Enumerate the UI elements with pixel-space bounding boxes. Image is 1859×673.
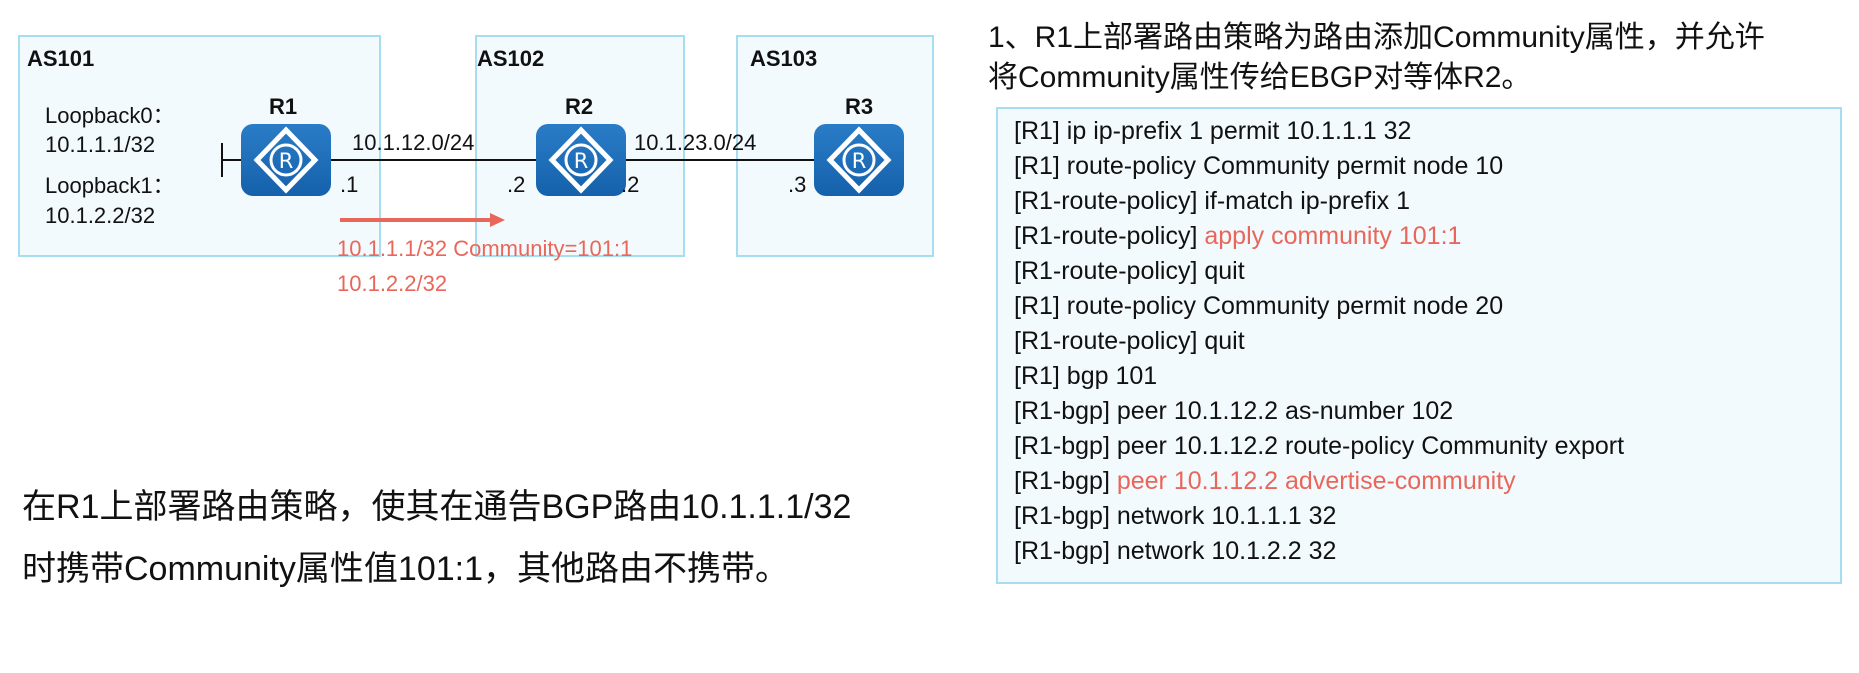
command-line: [R1-bgp] network 10.1.2.2 32 (1014, 537, 1336, 566)
command-prompt: [R1-bgp] (1014, 432, 1117, 460)
command-text: network 10.1.2.2 32 (1116, 537, 1337, 565)
router-r3-label: R3 (845, 94, 874, 119)
command-line: [R1] route-policy Community permit node … (1014, 292, 1503, 321)
loopback-stub-line (222, 159, 242, 161)
router-r1-icon: R (241, 124, 331, 196)
step-title-line2: 将Community属性传给EBGP对等体R2。 (988, 61, 1532, 94)
command-line: [R1-bgp] peer 10.1.12.2 route-policy Com… (1014, 432, 1624, 461)
command-box: [R1] ip ip-prefix 1 permit 10.1.1.1 32 [… (996, 107, 1842, 584)
command-prompt: [R1-route-policy] (1014, 187, 1205, 215)
router-r1-label: R1 (269, 94, 298, 119)
link-r1-r2 (330, 159, 538, 161)
command-text-highlight: apply community 101:1 (1204, 222, 1462, 250)
command-text: quit (1204, 327, 1245, 355)
command-prompt: [R1-route-policy] (1014, 257, 1205, 285)
command-prompt: [R1-bgp] (1014, 467, 1117, 495)
command-prompt: [R1] (1014, 117, 1067, 145)
command-text: route-policy Community permit node 10 (1066, 152, 1504, 180)
router-r3-icon: R (814, 124, 904, 196)
svg-text:R: R (574, 149, 589, 173)
r2-left-interface: .2 (507, 172, 526, 197)
command-prompt: [R1] (1014, 292, 1067, 320)
r1-interface: .1 (340, 172, 359, 197)
r3-interface: .3 (788, 172, 807, 197)
command-line: [R1-route-policy] quit (1014, 257, 1245, 286)
requirement-line2: 时携带Community属性值101:1，其他路由不携带。 (22, 550, 790, 588)
advertise-arrow (340, 211, 510, 236)
command-line: [R1] bgp 101 (1014, 362, 1157, 391)
link-r2-r3 (626, 159, 904, 161)
command-prompt: [R1-route-policy] (1014, 222, 1205, 250)
command-line: [R1-route-policy] apply community 101:1 (1014, 222, 1461, 251)
as101-label: AS101 (27, 46, 95, 71)
loopback0-label: Loopback0： (45, 103, 175, 128)
loopback1-label: Loopback1： (45, 173, 175, 198)
command-prompt: [R1] (1014, 362, 1067, 390)
step-title-line1: 1、R1上部署路由策略为路由添加Community属性，并允许 (988, 21, 1765, 54)
command-text: if-match ip-prefix 1 (1204, 187, 1410, 215)
command-line: [R1-route-policy] quit (1014, 327, 1245, 356)
command-line: [R1-bgp] peer 10.1.12.2 advertise-commun… (1014, 467, 1516, 496)
command-text: bgp 101 (1066, 362, 1158, 390)
loopback0-ip: 10.1.1.1/32 (45, 132, 156, 157)
command-text: ip ip-prefix 1 permit 10.1.1.1 32 (1066, 117, 1412, 145)
command-text: network 10.1.1.1 32 (1116, 502, 1337, 530)
advertise-route-1: 10.1.1.1/32 Community=101:1 (337, 236, 633, 261)
command-prompt: [R1] (1014, 152, 1067, 180)
router-r2-icon: R (536, 124, 626, 196)
command-line: [R1-route-policy] if-match ip-prefix 1 (1014, 187, 1410, 216)
advertise-route-2: 10.1.2.2/32 (337, 271, 448, 296)
command-line: [R1-bgp] peer 10.1.12.2 as-number 102 (1014, 397, 1453, 426)
r2-right-interface: .2 (621, 172, 640, 197)
router-r2-label: R2 (565, 94, 594, 119)
as102-label: AS102 (477, 46, 545, 71)
command-prompt: [R1-bgp] (1014, 502, 1117, 530)
svg-text:R: R (852, 149, 867, 173)
command-text: peer 10.1.12.2 route-policy Community ex… (1116, 432, 1625, 460)
command-text: peer 10.1.12.2 as-number 102 (1116, 397, 1454, 425)
svg-text:R: R (279, 149, 294, 173)
loopback1-ip: 10.1.2.2/32 (45, 203, 156, 228)
command-text-highlight: peer 10.1.12.2 advertise-community (1116, 467, 1516, 495)
command-prompt: [R1-bgp] (1014, 537, 1117, 565)
command-text: quit (1204, 257, 1245, 285)
command-prompt: [R1-bgp] (1014, 397, 1117, 425)
command-prompt: [R1-route-policy] (1014, 327, 1205, 355)
command-line: [R1-bgp] network 10.1.1.1 32 (1014, 502, 1336, 531)
subnet-r2-r3: 10.1.23.0/24 (634, 130, 757, 155)
subnet-r1-r2: 10.1.12.0/24 (352, 130, 475, 155)
command-line: [R1] route-policy Community permit node … (1014, 152, 1503, 181)
requirement-line1: 在R1上部署路由策略，使其在通告BGP路由10.1.1.1/32 (22, 488, 852, 526)
loopback-stub-bar (221, 143, 223, 177)
command-text: route-policy Community permit node 20 (1066, 292, 1504, 320)
as103-label: AS103 (750, 46, 818, 71)
command-line: [R1] ip ip-prefix 1 permit 10.1.1.1 32 (1014, 117, 1411, 146)
